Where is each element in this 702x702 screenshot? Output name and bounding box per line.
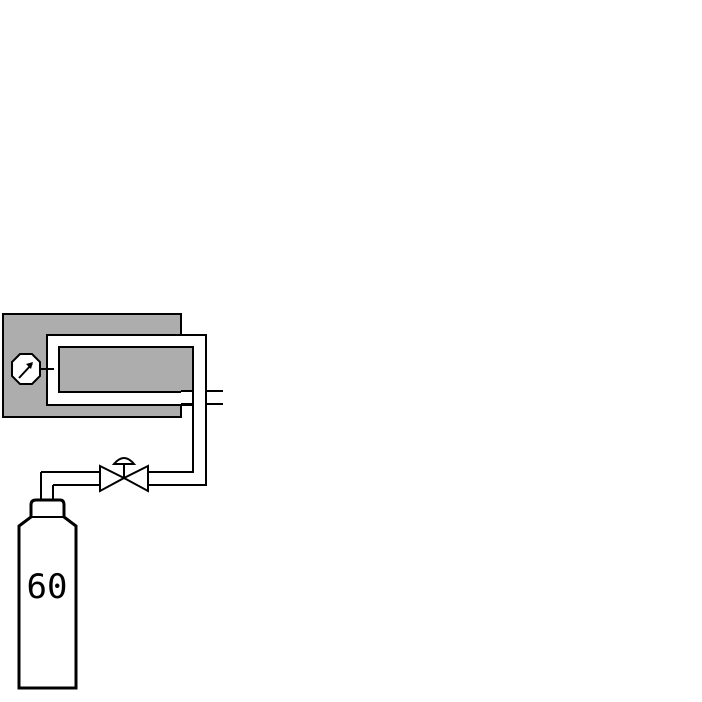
vertical-pipe <box>148 335 207 486</box>
chamber-inner <box>58 346 194 393</box>
gauge-icon <box>11 353 54 385</box>
valve-icon <box>99 457 149 493</box>
cylinder-label: 60 <box>27 567 68 607</box>
cylinder-pipe <box>40 471 101 500</box>
gas-cylinder: 60 <box>17 498 78 690</box>
